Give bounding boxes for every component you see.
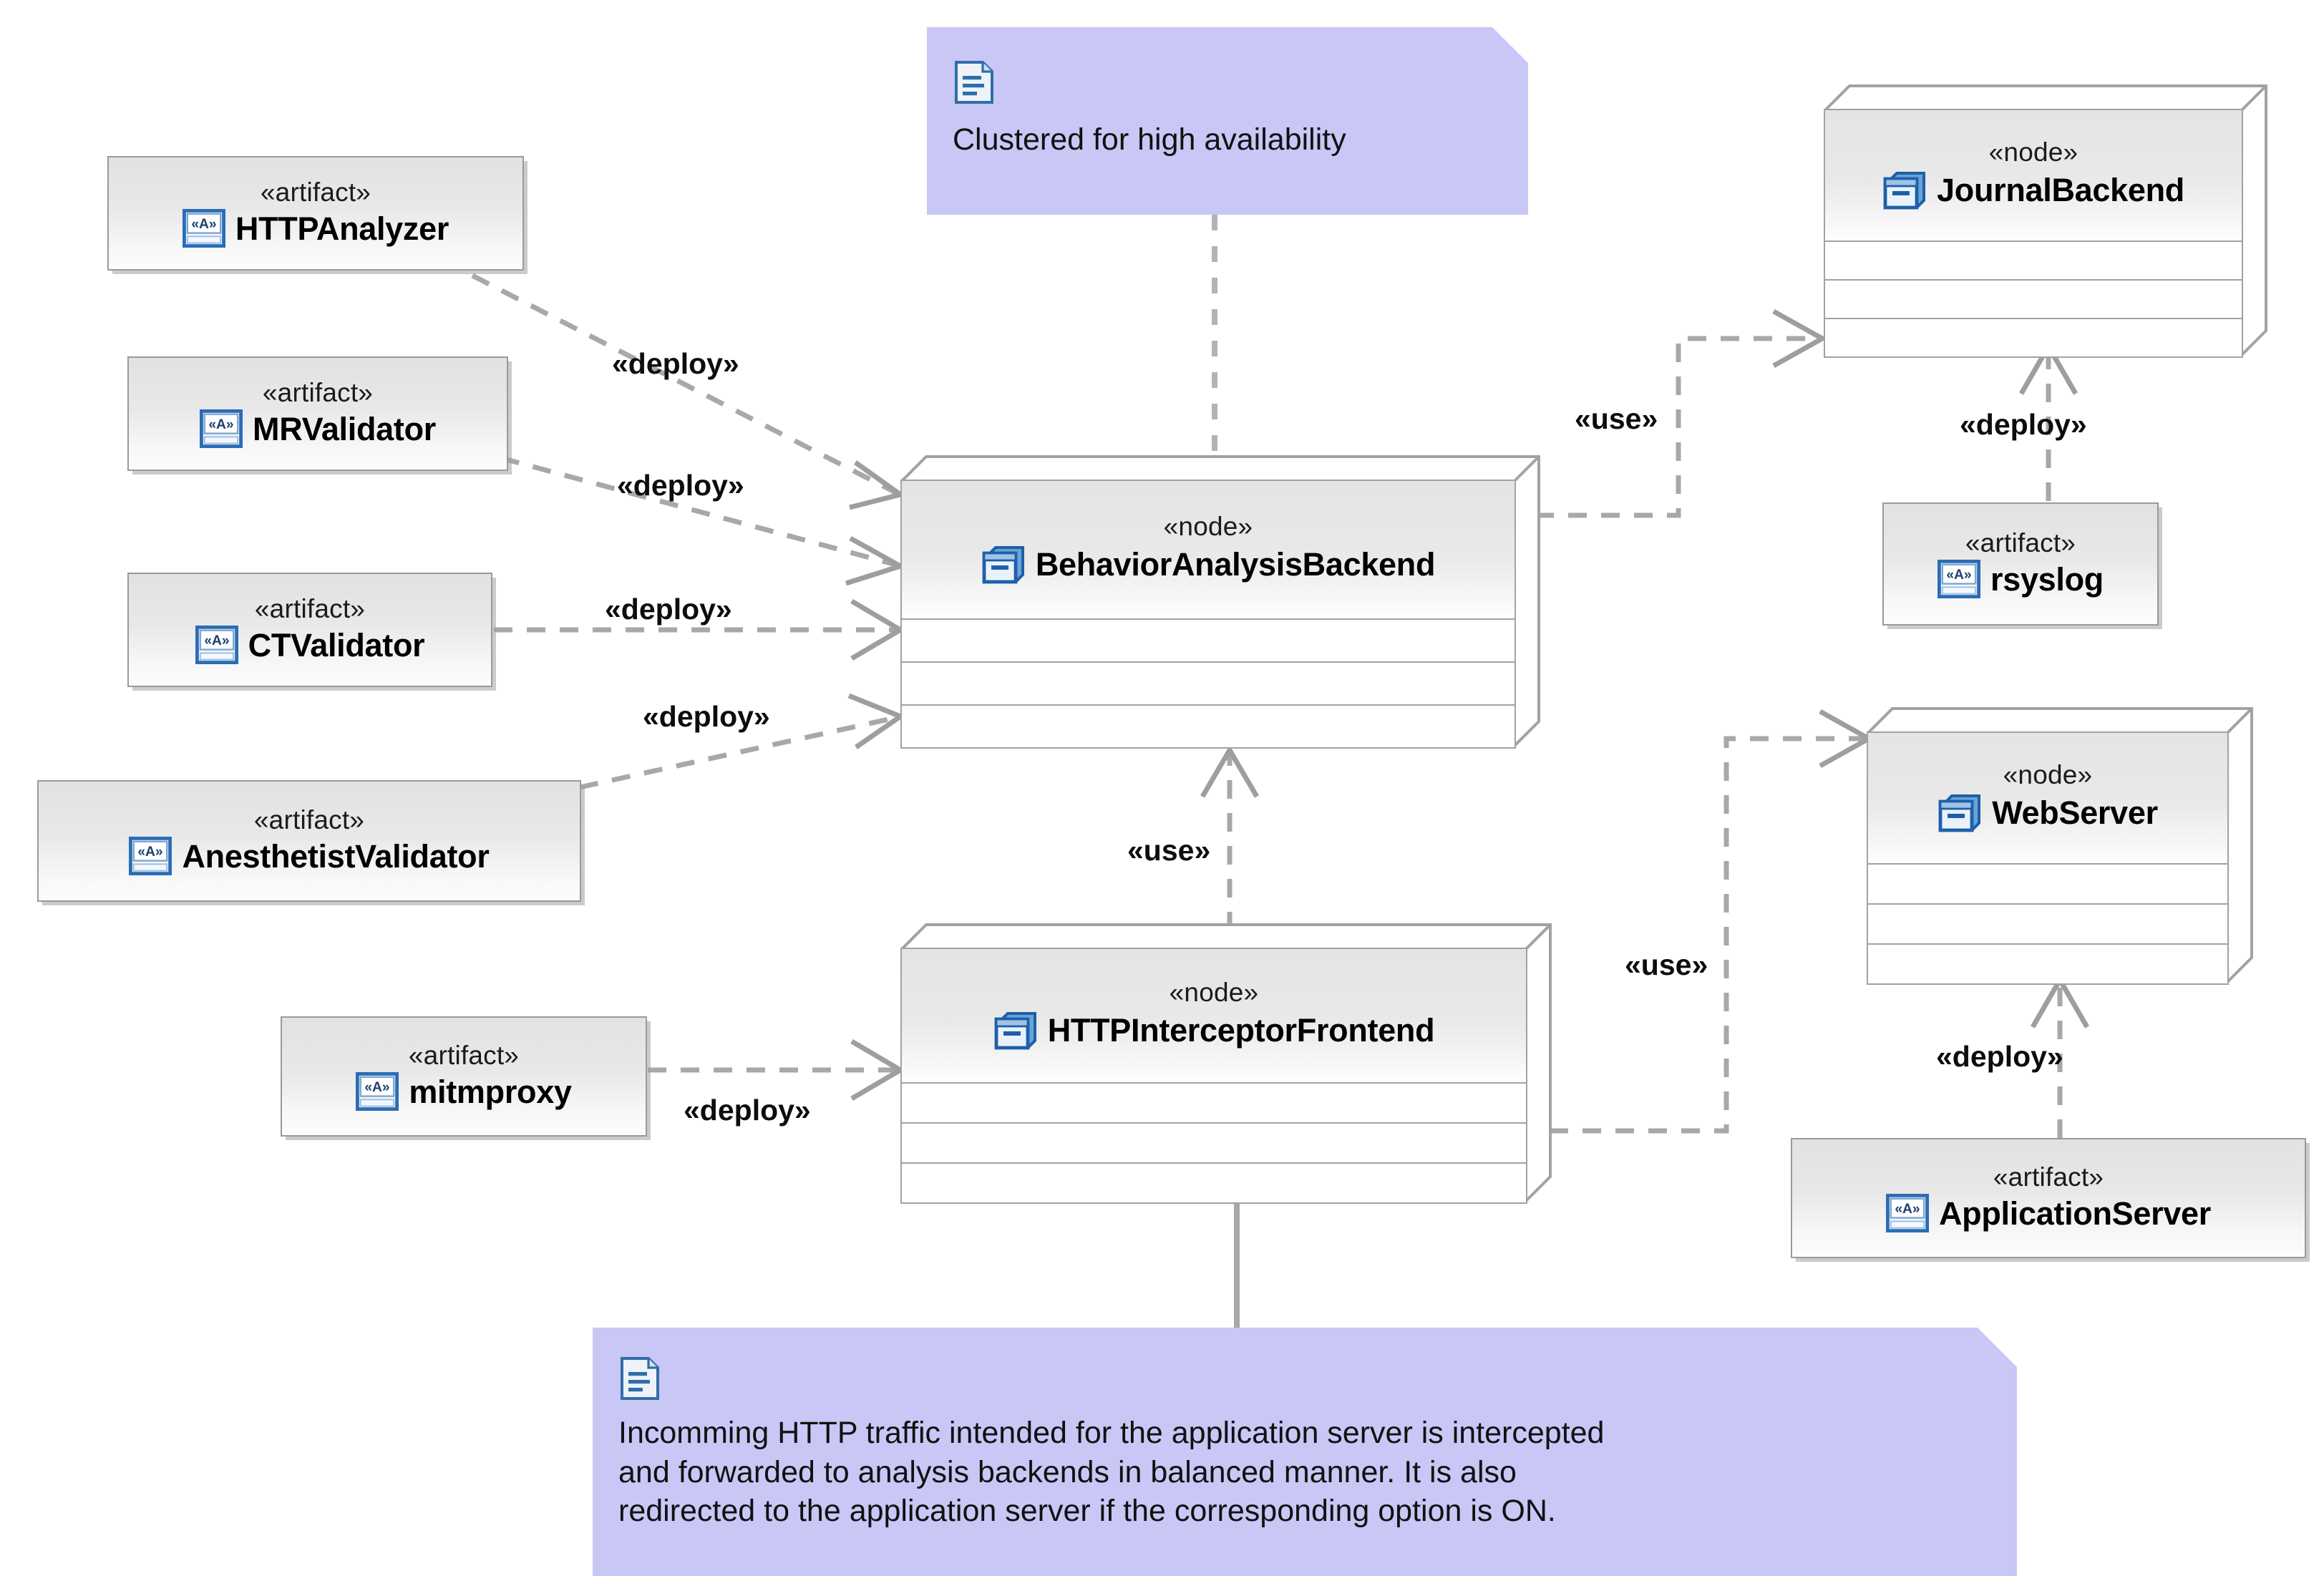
svg-text:«A»: «A» — [208, 418, 233, 433]
node-compartment — [1868, 945, 2227, 983]
artifact-name: ApplicationServer — [1938, 1195, 2211, 1232]
node-compartment — [902, 663, 1515, 706]
connector-label-deploy-3: «deploy» — [605, 593, 732, 626]
node-name: HTTPInterceptorFrontend — [1047, 1011, 1435, 1049]
node-compartment — [1825, 242, 2242, 281]
artifact-httpanalyzer[interactable]: «artifact» «A» HTTPAnalyzer — [107, 156, 524, 271]
artifact-stereotype: «artifact» — [260, 177, 371, 207]
node-journalbackend[interactable]: «node» JournalBackend — [1824, 84, 2267, 358]
svg-text:«A»: «A» — [1946, 568, 1971, 583]
note-shape — [593, 1328, 2017, 1576]
node-stereotype: «node» — [1988, 137, 2079, 167]
node-stereotype: «node» — [1163, 511, 1253, 541]
artifact-icon: «A» — [200, 409, 243, 449]
connector-deploy-mitmproxy — [648, 1038, 905, 1101]
artifact-applicationserver[interactable]: «artifact» «A» ApplicationServer — [1791, 1138, 2306, 1258]
artifact-icon: «A» — [182, 209, 225, 248]
node-header: «node» WebServer — [1868, 733, 2227, 865]
svg-text:«A»: «A» — [365, 1081, 390, 1096]
artifact-anesthetistvalidator[interactable]: «artifact» «A» AnesthetistValidator — [37, 780, 581, 902]
node-stereotype: «node» — [1169, 977, 1259, 1007]
node-icon — [1883, 172, 1926, 210]
artifact-mitmproxy[interactable]: «artifact» «A» mitmproxy — [281, 1016, 647, 1137]
note-clustered-for-high-availability: Clustered for high availability — [927, 27, 1528, 215]
connector-label-deploy-1: «deploy» — [612, 347, 739, 380]
svg-text:«A»: «A» — [204, 634, 229, 649]
node-httpinterceptorfrontend[interactable]: «node» HTTPInterceptorFrontend — [900, 923, 1552, 1204]
artifact-stereotype: «artifact» — [1993, 1162, 2104, 1192]
note-shape — [927, 27, 1528, 215]
artifact-icon: «A» — [1938, 560, 1980, 599]
note-intercept-text: Incomming HTTP traffic intended for the … — [618, 1416, 1605, 1529]
svg-text:«A»: «A» — [191, 218, 216, 233]
node-name: BehaviorAnalysisBackend — [1035, 545, 1436, 583]
artifact-icon: «A» — [356, 1072, 399, 1112]
node-icon — [994, 1012, 1036, 1050]
artifact-name: HTTPAnalyzer — [235, 210, 449, 247]
svg-text:«A»: «A» — [138, 845, 163, 860]
node-header: «node» JournalBackend — [1825, 110, 2242, 242]
node-compartment — [1868, 905, 2227, 945]
node-compartment — [902, 1124, 1526, 1164]
node-compartment — [902, 706, 1515, 747]
connector-label-use-webserver: «use» — [1625, 948, 1708, 981]
node-compartment — [1825, 281, 2242, 319]
connector-use-webserver — [1550, 709, 1875, 1134]
connector-label-use-backend: «use» — [1127, 834, 1211, 867]
connector-label-deploy-rsyslog: «deploy» — [1960, 408, 2087, 441]
connector-use-behavioranalysisbackend — [1200, 745, 1260, 930]
artifact-icon: «A» — [1885, 1194, 1929, 1233]
artifact-icon: «A» — [129, 837, 172, 876]
connector-label-deploy-mitmproxy: «deploy» — [684, 1094, 811, 1127]
node-header: «node» HTTPInterceptorFrontend — [902, 949, 1526, 1084]
svg-text:«A»: «A» — [1895, 1202, 1920, 1217]
node-compartment — [1868, 865, 2227, 905]
note-document-icon — [621, 1357, 659, 1400]
node-compartment — [902, 1084, 1526, 1124]
connector-label-use-journal: «use» — [1575, 402, 1658, 435]
node-header: «node» BehaviorAnalysisBackend — [902, 481, 1515, 620]
connector-label-deploy-2: «deploy» — [617, 469, 744, 502]
node-icon — [1938, 794, 1981, 832]
node-icon — [982, 546, 1024, 584]
artifact-ctvalidator[interactable]: «artifact» «A» CTValidator — [127, 573, 492, 687]
node-compartment — [902, 620, 1515, 663]
node-name: WebServer — [1992, 794, 2158, 831]
note-clustered-text: Clustered for high availability — [953, 122, 1346, 157]
artifact-name: AnesthetistValidator — [182, 837, 490, 875]
node-compartment — [1825, 319, 2242, 356]
artifact-stereotype: «artifact» — [254, 593, 366, 623]
note-incoming-http-traffic: Incomming HTTP traffic intended for the … — [593, 1328, 2017, 1576]
artifact-name: MRValidator — [253, 410, 436, 447]
node-compartment — [902, 1164, 1526, 1202]
connector-use-journalbackend — [1535, 308, 1828, 518]
artifact-name: CTValidator — [248, 626, 425, 663]
node-stereotype: «node» — [2003, 759, 2093, 789]
node-name: JournalBackend — [1937, 171, 2184, 208]
artifact-stereotype: «artifact» — [408, 1040, 520, 1070]
artifact-stereotype: «artifact» — [253, 804, 365, 835]
connector-label-deploy-4: «deploy» — [643, 700, 770, 733]
artifact-name: rsyslog — [1990, 560, 2104, 598]
note-document-icon — [955, 61, 993, 104]
artifact-stereotype: «artifact» — [262, 377, 374, 407]
node-behavioranalysisbackend[interactable]: «node» BehaviorAnalysisBackend — [900, 455, 1540, 749]
artifact-icon: «A» — [195, 626, 238, 665]
artifact-mrvalidator[interactable]: «artifact» «A» MRValidator — [127, 356, 508, 471]
artifact-rsyslog[interactable]: «artifact» «A» rsyslog — [1882, 502, 2159, 626]
artifact-name: mitmproxy — [409, 1073, 572, 1110]
connector-label-deploy-appserver: «deploy» — [1936, 1040, 2063, 1073]
artifact-stereotype: «artifact» — [1965, 527, 2076, 558]
node-webserver[interactable]: «node» WebServer — [1867, 707, 2253, 985]
